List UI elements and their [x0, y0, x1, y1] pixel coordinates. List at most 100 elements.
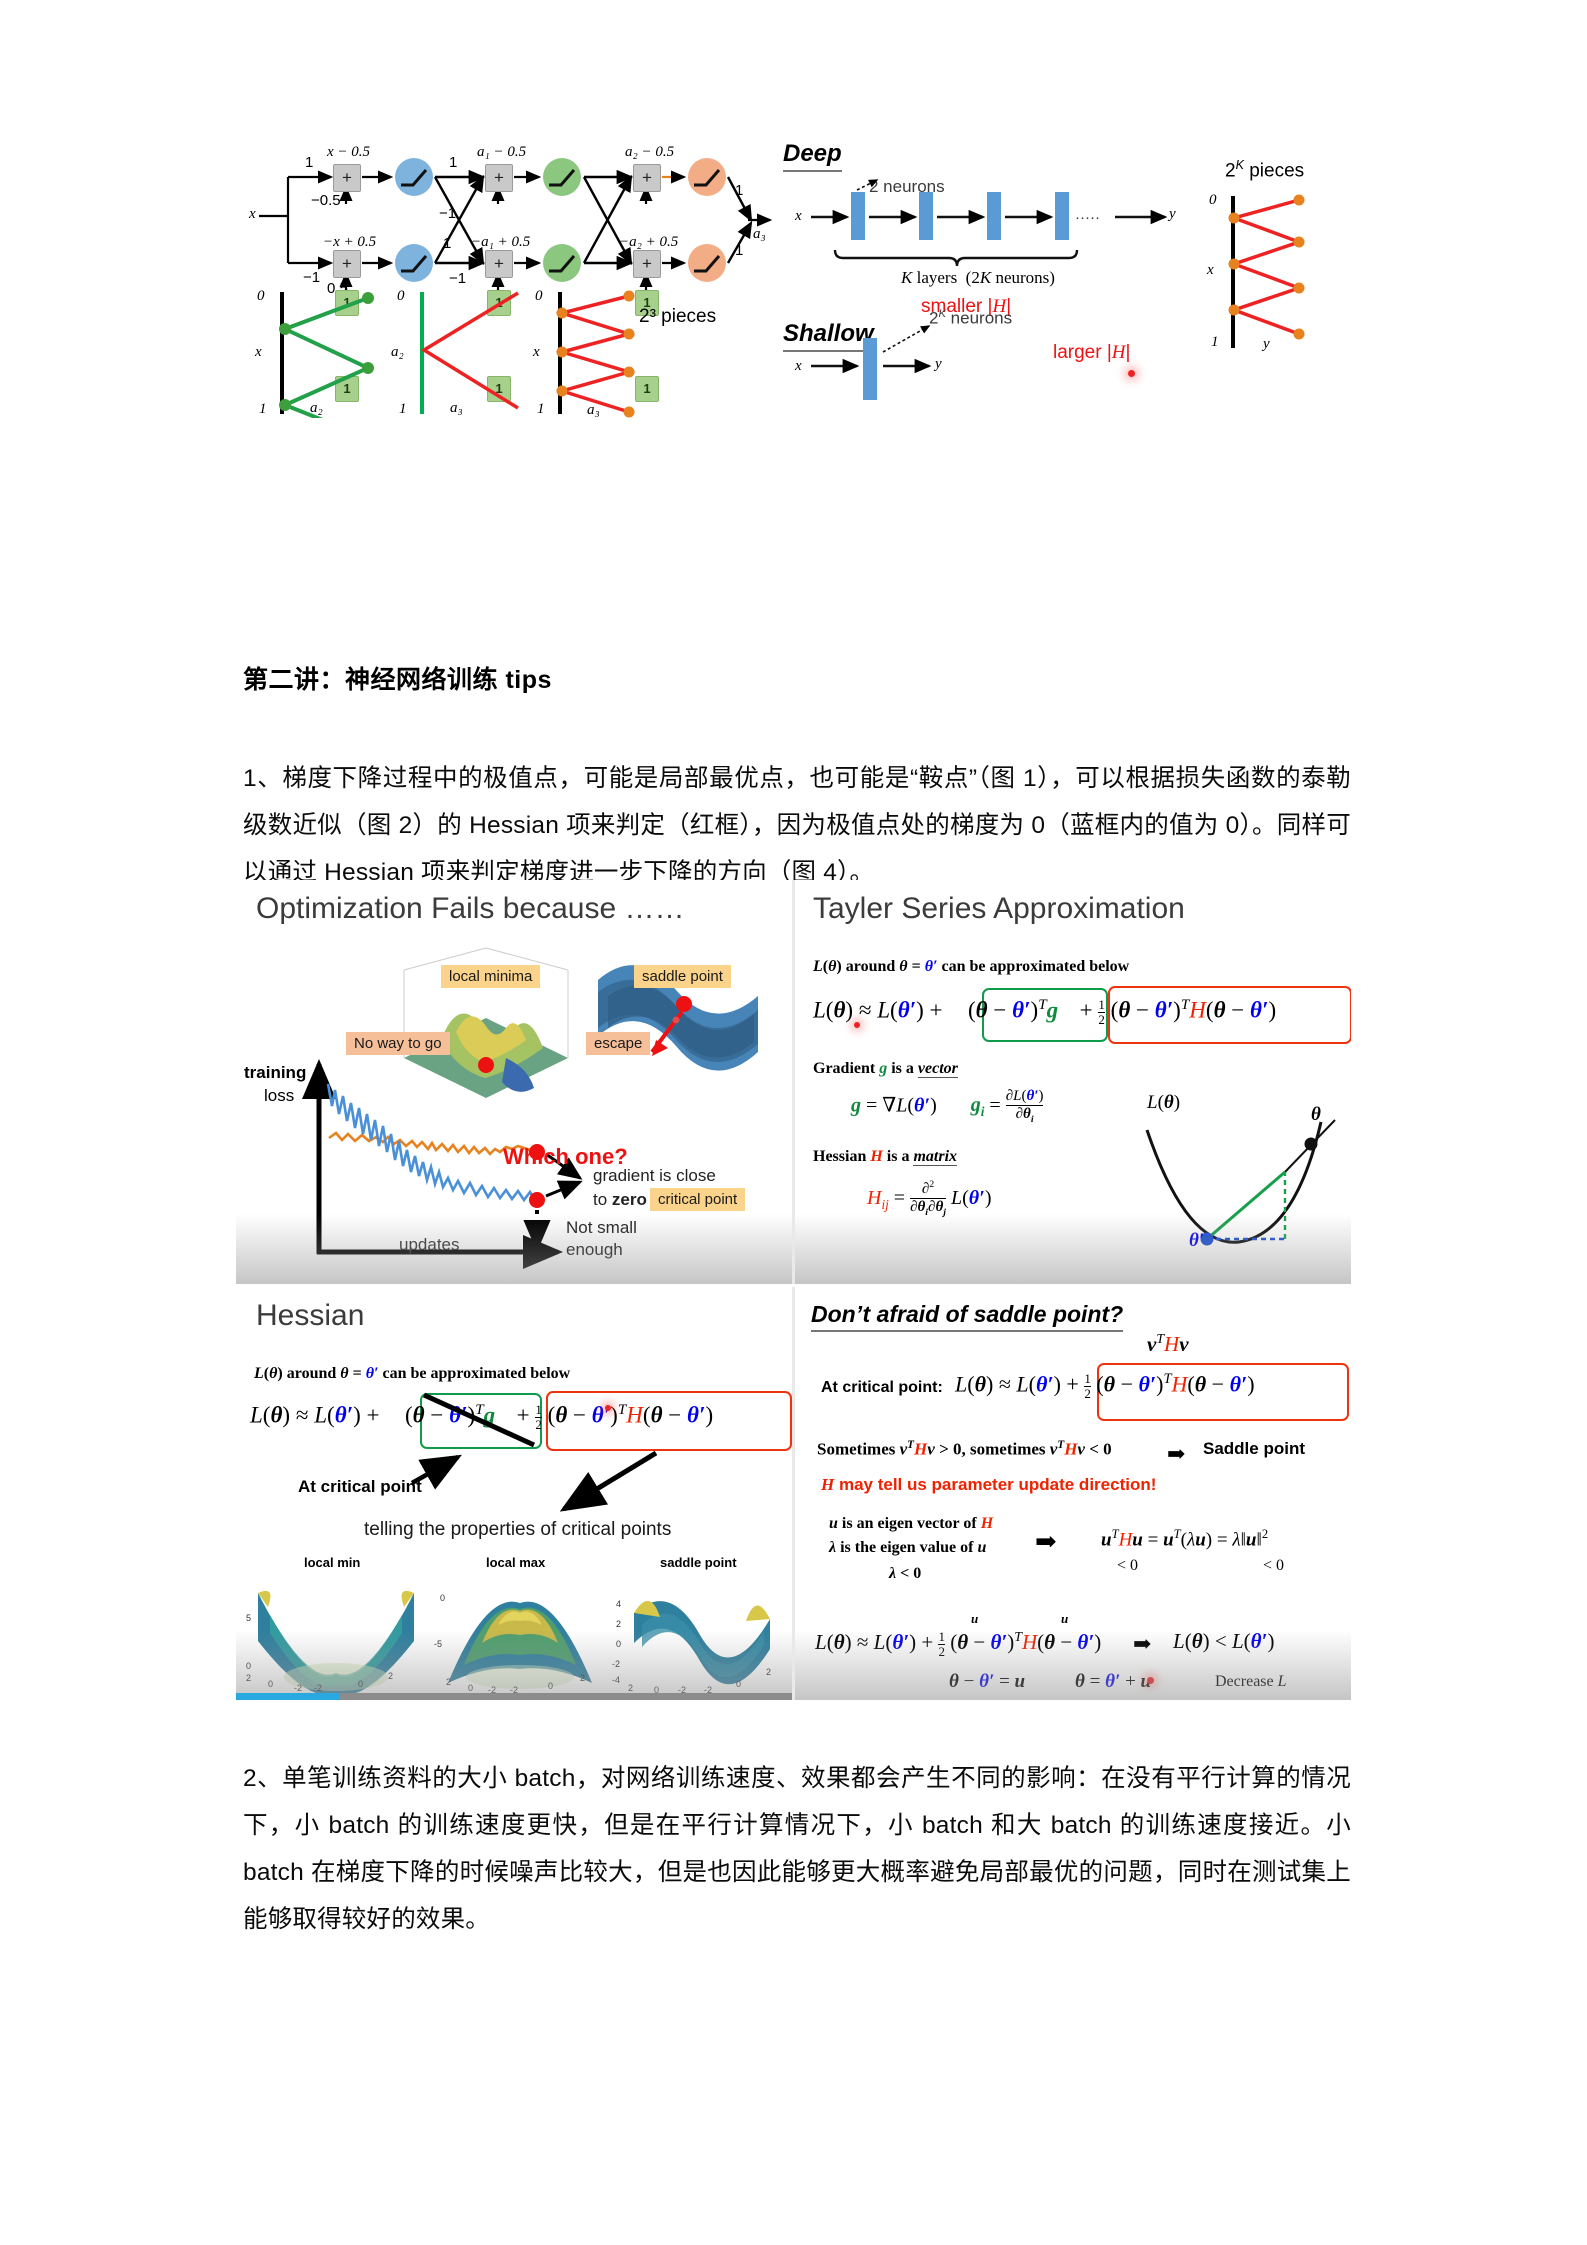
shallow-title: Shallow [783, 320, 874, 352]
svg-text:-2: -2 [510, 1685, 518, 1693]
hessian-intro: L(θ) around θ = θ′ can be approximated b… [254, 1365, 571, 1382]
shallow-input-label: x [795, 358, 802, 374]
surface-panel-local-max: local max 0 -5 2 0 -2 -2 0 2 [430, 1555, 610, 1695]
svg-text:0: 0 [268, 1679, 273, 1689]
at-critical-point-prefix: At critical point: [821, 1379, 943, 1396]
relu-node-top-3 [688, 158, 726, 196]
svg-text:0: 0 [654, 1685, 659, 1693]
relu-node-bottom-3 [688, 244, 726, 282]
local-minima-callout: local minima [441, 965, 541, 988]
svg-text:2: 2 [580, 1673, 585, 1683]
h-direction-note: H may tell us parameter update direction… [821, 1475, 1157, 1494]
taylor-curve-label: L(θ) [1147, 1092, 1181, 1113]
svg-text:0: 0 [440, 1593, 445, 1603]
zigzag-a-x-label: a₂ [310, 400, 323, 416]
shallow-output-label: y [935, 356, 942, 372]
zigzag-2k-bottom-label: 1 [1211, 334, 1219, 350]
laser-pointer-dot [1147, 1677, 1154, 1684]
svg-text:0: 0 [548, 1681, 553, 1691]
pieces-note-2k: 2K pieces [1225, 158, 1305, 182]
surface-label-local-max: local max [486, 1555, 546, 1570]
deep-layer-bar-2 [919, 192, 933, 240]
deep-output-label: y [1169, 206, 1176, 222]
svg-text:-5: -5 [434, 1639, 442, 1649]
slide-taylor-series: Tayler Series Approximation L(θ) around … [795, 880, 1351, 1284]
node-label-top-1: x − 0.5 [327, 144, 371, 160]
at-critical-point-note: At critical point [298, 1477, 422, 1496]
bottom-note-decrease: Decrease L [1215, 1673, 1287, 1690]
laser-pointer-dot [605, 1405, 611, 1411]
zigzag-c-top-label: 0 [535, 288, 543, 304]
zigzag-2k-svg [1228, 194, 1305, 340]
surface-svg-saddle: 4 2 0 -2 -4 2 0 -2 -2 0 2 [612, 1599, 771, 1693]
panel-divider-vertical-bottom [792, 1287, 795, 1700]
deep-h-note: smaller |H| [921, 296, 1012, 317]
svg-text:0: 0 [468, 1683, 473, 1693]
surface-panel-saddle: saddle point 4 2 0 -2 -4 2 0 -2 -2 0 [612, 1555, 792, 1695]
svg-text:-2: -2 [314, 1683, 322, 1693]
zigzag-b-axis [420, 292, 424, 414]
zigzag-a-svg [279, 292, 374, 418]
which-one-note: Which one? [503, 1144, 628, 1169]
zigzag-2k-x-label: y [1263, 336, 1270, 352]
svg-text:2: 2 [446, 1677, 451, 1687]
loss-axis-label-line1: training [244, 1063, 307, 1082]
eigen-line-1: u is an eigen vector of H [829, 1515, 994, 1532]
node-label-bottom-3: −a₂ + 0.5 [619, 234, 679, 250]
sum-node-top-3: + [633, 164, 661, 192]
sum-node-bottom-2: + [485, 250, 513, 278]
pieces-note-2cubed: 2³ pieces [639, 306, 717, 327]
gradient-equation: g = ∇L(θ′) gi = ∂L(θ′) ∂θi [851, 1088, 1044, 1125]
no-way-to-go-callout: No way to go [346, 1032, 450, 1055]
taylor-point-theta: θ [1311, 1104, 1321, 1125]
sometimes-line: Sometimes vTHv > 0, sometimes vTHv < 0 [817, 1439, 1112, 1459]
zigzag-c-x-label: a₃ [587, 402, 600, 418]
taylor-title: Tayler Series Approximation [813, 892, 1185, 925]
deep-shallow-svg: ····· [811, 179, 1168, 374]
svg-text:4: 4 [616, 1599, 621, 1609]
deep-shallow-panel: Deep 2 neurons x y ····· [773, 130, 1343, 440]
taylor-curve-svg [1145, 1119, 1336, 1246]
shallow-neurons-note: 2K neurons [929, 308, 1013, 328]
eigen-line-3: λ < 0 [889, 1565, 922, 1582]
sum-node-top-2: + [485, 164, 513, 192]
svg-text:2: 2 [628, 1683, 633, 1693]
deep-layer-bar-3 [987, 192, 1001, 240]
bias-unit-bottom-3: 1 [635, 376, 659, 402]
hessian-equation: Hij = ∂2 ∂θi∂θj L(θ′) [867, 1179, 992, 1218]
slide-progress-bar-track [236, 1693, 792, 1700]
network-output-label: a₃ [753, 226, 766, 242]
zigzag-a-top-label: 0 [257, 288, 265, 304]
deep-neurons-note: 2 neurons [869, 177, 945, 196]
zigzag-c-bottom-label: 1 [537, 401, 545, 417]
slide-progress-bar-fill [236, 1693, 340, 1700]
relu-glyph-icon [549, 169, 576, 187]
deep-title: Deep [783, 140, 842, 172]
node-label-top-3: a₂ − 0.5 [625, 144, 675, 160]
zigzag-b-bottom-label: 1 [399, 401, 407, 417]
arrow-right-icon: ➡ [1167, 1441, 1186, 1466]
zigzag-c-svg [555, 290, 636, 418]
svg-text:-2: -2 [612, 1659, 620, 1669]
hessian-gradient-term-box [420, 1393, 542, 1449]
eigen-line-2: λ is the eigen value of u [829, 1539, 987, 1556]
relu-glyph-icon [694, 255, 721, 273]
edge-weight-bottom-in: −1 [303, 269, 321, 286]
figure-slides-grid: Optimization Fails because …… [236, 880, 1351, 1700]
shallow-layer-bar [863, 338, 877, 400]
saddle-title: Don’t afraid of saddle point? [811, 1301, 1124, 1332]
relu-node-bottom-2 [543, 244, 581, 282]
gradient-close-line1: gradient is close [593, 1166, 716, 1185]
slide-hessian: Hessian L(θ) around θ = θ′ can be approx… [236, 1287, 792, 1700]
laser-pointer-dot [1128, 370, 1135, 377]
svg-text:0: 0 [616, 1639, 621, 1649]
bias-unit-top-3: 1 [635, 290, 659, 316]
page-title: 第二讲：神经网络训练 tips [243, 665, 552, 694]
deep-layer-bar-4 [1055, 192, 1069, 240]
zigzag-a-axis [280, 292, 284, 414]
sum-node-bottom-1: + [333, 250, 361, 278]
escape-callout: escape [586, 1032, 651, 1055]
